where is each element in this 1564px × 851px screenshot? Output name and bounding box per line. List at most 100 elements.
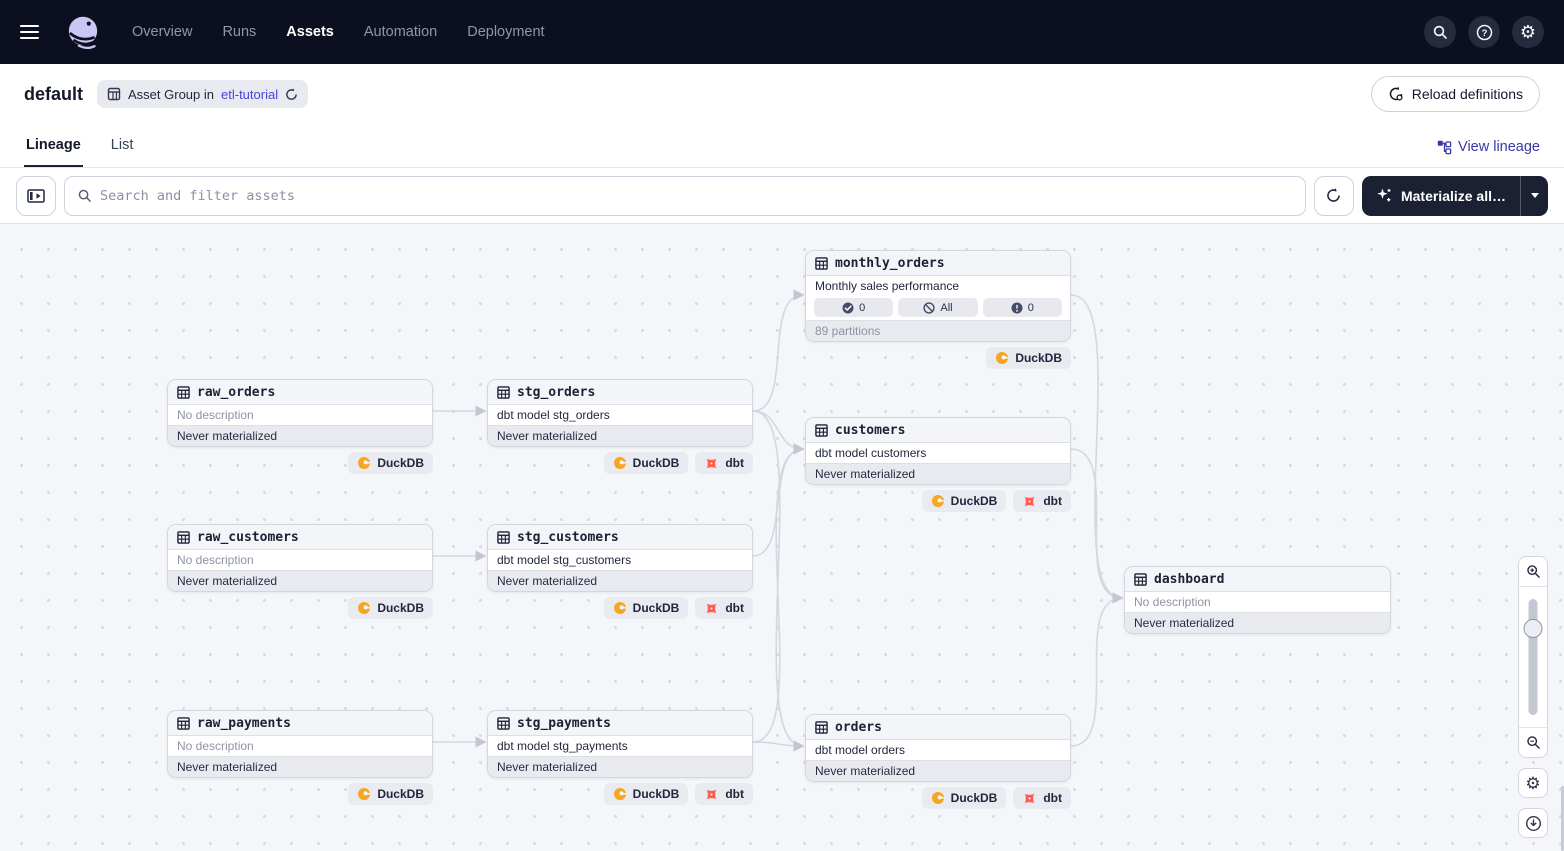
- asset-tags-raw_orders: DuckDB: [348, 452, 433, 474]
- zoom-slider-track[interactable]: [1528, 599, 1538, 715]
- tag-dbt[interactable]: dbt: [1013, 787, 1071, 809]
- graph-settings-button[interactable]: ⚙: [1518, 768, 1548, 798]
- nav-item-runs[interactable]: Runs: [222, 24, 257, 40]
- asset-node-title: customers: [806, 418, 1070, 443]
- asset-node-title: monthly_orders: [806, 251, 1070, 276]
- reload-definitions-button[interactable]: Reload definitions: [1370, 76, 1540, 112]
- table-icon: [815, 256, 828, 270]
- duckdb-icon: [358, 457, 371, 469]
- refresh-graph-button[interactable]: [1313, 175, 1354, 216]
- edge-stg_payments-to-orders: [752, 740, 805, 752]
- check-circle-icon: [842, 302, 854, 313]
- partition-status-pill: All: [898, 298, 978, 317]
- asset-tags-customers: DuckDB dbt: [921, 490, 1071, 512]
- chevron-down-icon: [1530, 193, 1539, 198]
- help-icon: ?: [1476, 24, 1492, 40]
- edge-stg_orders-to-customers: [752, 410, 805, 455]
- edge-stg_orders-to-monthly_orders: [752, 289, 805, 412]
- duckdb-icon: [931, 495, 944, 507]
- search-icon: [1433, 25, 1447, 39]
- code-location-link[interactable]: etl-tutorial: [221, 86, 279, 102]
- asset-tags-stg_customers: DuckDB dbt: [603, 597, 753, 619]
- duckdb-icon: [358, 602, 371, 614]
- nav-item-assets[interactable]: Assets: [286, 24, 334, 40]
- tag-duckdb[interactable]: DuckDB: [348, 597, 433, 619]
- tab-lineage[interactable]: Lineage: [24, 137, 83, 167]
- materialize-all-label: Materialize all…: [1400, 187, 1506, 204]
- asset-node-description: dbt model stg_payments: [488, 736, 752, 756]
- sync-status-icon: [286, 87, 297, 100]
- nav-item-automation[interactable]: Automation: [363, 24, 438, 40]
- table-icon: [177, 530, 190, 544]
- lineage-graph-icon: [1437, 140, 1452, 154]
- tag-dbt[interactable]: dbt: [695, 783, 753, 805]
- asset-search-input[interactable]: [100, 187, 1293, 204]
- zoom-in-button[interactable]: [1519, 557, 1547, 587]
- materialize-all-button[interactable]: Materialize all…: [1362, 176, 1520, 216]
- table-icon: [497, 385, 510, 399]
- tag-dbt[interactable]: dbt: [695, 452, 753, 474]
- duckdb-icon: [613, 457, 626, 469]
- tag-dbt[interactable]: dbt: [1013, 490, 1071, 512]
- asset-node-description: No description: [168, 736, 432, 756]
- asset-tags-orders: DuckDB dbt: [921, 787, 1071, 809]
- user-settings-button[interactable]: ⚙: [1512, 16, 1544, 48]
- refresh-icon: [1327, 188, 1341, 202]
- tag-duckdb[interactable]: DuckDB: [986, 347, 1071, 369]
- asset-node-description: dbt model stg_orders: [488, 405, 752, 425]
- search-icon: [78, 189, 91, 202]
- zoom-slider[interactable]: [1519, 587, 1547, 727]
- asset-node-status: Never materialized: [488, 425, 752, 446]
- tag-dbt[interactable]: dbt: [695, 597, 753, 619]
- gear-icon: ⚙: [1519, 22, 1537, 42]
- reload-definitions-label: Reload definitions: [1411, 86, 1523, 102]
- tag-duckdb[interactable]: DuckDB: [603, 597, 689, 619]
- asset-node-description: No description: [168, 405, 432, 425]
- table-icon: [1134, 572, 1147, 586]
- materialize-options-button[interactable]: [1520, 175, 1548, 216]
- view-lineage-link[interactable]: View lineage: [1437, 139, 1540, 167]
- zoom-slider-knob[interactable]: [1523, 619, 1543, 638]
- tabs-bar: Lineage List View lineage: [0, 124, 1564, 168]
- table-icon: [497, 530, 510, 544]
- partition-status-pill: 0: [982, 298, 1062, 317]
- canvas-scrollbar[interactable]: [1561, 786, 1564, 851]
- help-button[interactable]: ?: [1468, 16, 1500, 48]
- nav-item-deployment[interactable]: Deployment: [467, 24, 545, 40]
- tag-duckdb[interactable]: DuckDB: [348, 783, 433, 805]
- canvas-controls: ⚙: [1518, 556, 1548, 838]
- top-nav-bar: Overview Runs Assets Automation Deployme…: [0, 0, 1564, 64]
- duckdb-icon: [931, 792, 944, 804]
- tab-list[interactable]: List: [110, 137, 134, 153]
- asset-node-status: Never materialized: [168, 570, 432, 591]
- tag-duckdb[interactable]: DuckDB: [921, 787, 1007, 809]
- global-search-button[interactable]: [1424, 16, 1456, 48]
- tag-duckdb[interactable]: DuckDB: [348, 452, 433, 474]
- asset-node-status: Never materialized: [806, 760, 1070, 781]
- table-icon: [815, 423, 828, 437]
- nav-item-overview[interactable]: Overview: [132, 24, 193, 40]
- recenter-button[interactable]: [1518, 808, 1548, 838]
- panel-expand-icon: [27, 188, 45, 203]
- tag-duckdb[interactable]: DuckDB: [603, 783, 689, 805]
- dbt-icon: [1025, 496, 1035, 506]
- partition-status-pill: 0: [814, 298, 894, 317]
- tag-duckdb[interactable]: DuckDB: [921, 490, 1007, 512]
- tag-duckdb[interactable]: DuckDB: [603, 452, 689, 474]
- open-sidebar-panel-button[interactable]: [16, 175, 56, 216]
- hamburger-menu-icon[interactable]: [20, 18, 48, 46]
- zoom-out-button[interactable]: [1519, 727, 1547, 757]
- dagster-logo-icon[interactable]: [62, 11, 104, 53]
- dbt-icon: [707, 789, 717, 799]
